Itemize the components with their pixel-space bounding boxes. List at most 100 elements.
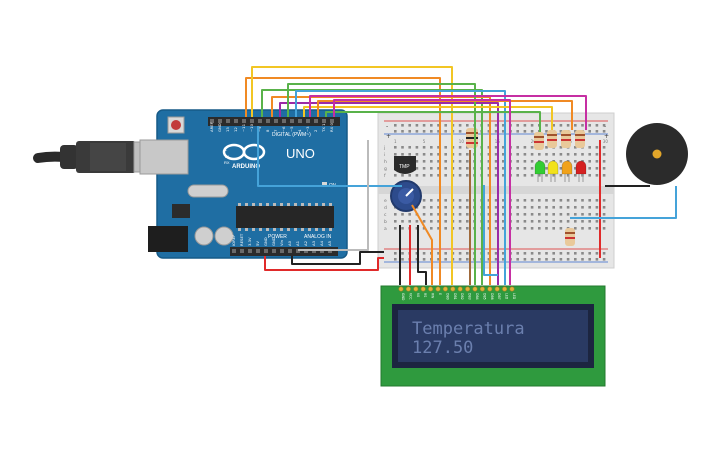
breadboard-hole[interactable] [502,130,505,133]
breadboard-hole[interactable] [559,213,563,216]
breadboard-hole[interactable] [602,213,606,216]
breadboard-hole[interactable] [602,206,606,209]
breadboard-hole[interactable] [487,252,491,255]
breadboard-hole[interactable] [559,124,563,127]
breadboard-hole[interactable] [422,146,426,149]
breadboard-hole[interactable] [602,130,606,133]
lcd-pin[interactable] [413,286,419,292]
breadboard-hole[interactable] [545,167,548,170]
breadboard-hole[interactable] [574,213,577,216]
breadboard-hole[interactable] [530,153,534,156]
breadboard-hole[interactable] [559,160,563,163]
breadboard-hole[interactable] [602,167,606,170]
breadboard-hole[interactable] [437,160,440,163]
breadboard-hole[interactable] [430,199,433,202]
breadboard-hole[interactable] [552,258,555,261]
breadboard-hole[interactable] [422,227,426,230]
breadboard-hole[interactable] [444,167,447,170]
breadboard-hole[interactable] [545,252,548,255]
breadboard-hole[interactable] [581,153,584,156]
lcd-pin[interactable] [420,286,426,292]
breadboard-hole[interactable] [502,220,505,223]
breadboard-hole[interactable] [538,252,541,255]
breadboard-hole[interactable] [552,252,555,255]
breadboard-hole[interactable] [545,213,548,216]
breadboard-hole[interactable] [595,160,599,163]
breadboard-hole[interactable] [487,227,491,230]
breadboard-hole[interactable] [430,160,433,163]
breadboard-hole[interactable] [602,227,606,230]
breadboard-hole[interactable] [523,160,527,163]
breadboard-hole[interactable] [566,213,570,216]
breadboard-hole[interactable] [581,124,584,127]
breadboard-hole[interactable] [458,252,462,255]
breadboard-hole[interactable] [466,252,469,255]
breadboard-hole[interactable] [466,167,469,170]
header-pin[interactable] [248,249,252,253]
breadboard-hole[interactable] [588,227,591,230]
breadboard-hole[interactable] [444,199,447,202]
breadboard-hole[interactable] [588,199,591,202]
breadboard-hole[interactable] [408,174,411,177]
header-pin[interactable] [330,119,334,123]
breadboard-hole[interactable] [494,130,498,133]
breadboard-hole[interactable] [487,146,491,149]
breadboard-hole[interactable] [466,206,469,209]
breadboard-hole[interactable] [394,252,397,255]
breadboard-hole[interactable] [437,220,440,223]
breadboard-hole[interactable] [523,199,527,202]
breadboard-hole[interactable] [430,153,433,156]
breadboard-hole[interactable] [602,146,606,149]
breadboard-hole[interactable] [588,160,591,163]
breadboard-hole[interactable] [523,252,527,255]
breadboard-hole[interactable] [401,213,404,216]
breadboard-hole[interactable] [559,130,563,133]
breadboard-hole[interactable] [401,130,404,133]
breadboard-hole[interactable] [538,258,541,261]
breadboard-hole[interactable] [559,227,563,230]
breadboard-hole[interactable] [552,199,555,202]
breadboard-hole[interactable] [574,130,577,133]
breadboard-hole[interactable] [401,174,404,177]
header-pin[interactable] [218,119,222,123]
breadboard-hole[interactable] [437,124,440,127]
header-pin[interactable] [258,119,262,123]
breadboard-hole[interactable] [487,213,491,216]
breadboard-hole[interactable] [430,220,433,223]
breadboard-hole[interactable] [574,153,577,156]
breadboard-hole[interactable] [530,160,534,163]
breadboard-hole[interactable] [566,199,570,202]
led-1[interactable] [534,160,546,182]
breadboard-hole[interactable] [437,252,440,255]
breadboard-hole[interactable] [487,220,491,223]
breadboard-hole[interactable] [595,174,599,177]
breadboard-hole[interactable] [458,206,462,209]
header-pin[interactable] [242,119,246,123]
breadboard-hole[interactable] [444,252,447,255]
breadboard-hole[interactable] [502,213,505,216]
breadboard-hole[interactable] [559,174,563,177]
breadboard-hole[interactable] [422,220,426,223]
breadboard-hole[interactable] [552,124,555,127]
lcd-pin[interactable] [494,286,500,292]
lcd-pin[interactable] [487,286,493,292]
header-pin[interactable] [298,119,302,123]
breadboard-hole[interactable] [415,146,419,149]
header-pin[interactable] [314,119,318,123]
reset-button[interactable] [167,116,185,134]
breadboard-hole[interactable] [538,153,541,156]
breadboard-hole[interactable] [545,130,548,133]
lcd-pin[interactable] [479,286,485,292]
breadboard-hole[interactable] [595,220,599,223]
breadboard-hole[interactable] [466,124,469,127]
breadboard-hole[interactable] [588,153,591,156]
breadboard-hole[interactable] [415,227,419,230]
breadboard-hole[interactable] [415,160,419,163]
breadboard-hole[interactable] [494,146,498,149]
breadboard-hole[interactable] [394,227,397,230]
breadboard-hole[interactable] [394,146,397,149]
lcd-pin[interactable] [465,286,471,292]
piezo-buzzer[interactable] [626,123,688,185]
header-pin[interactable] [240,249,244,253]
breadboard-hole[interactable] [444,227,447,230]
